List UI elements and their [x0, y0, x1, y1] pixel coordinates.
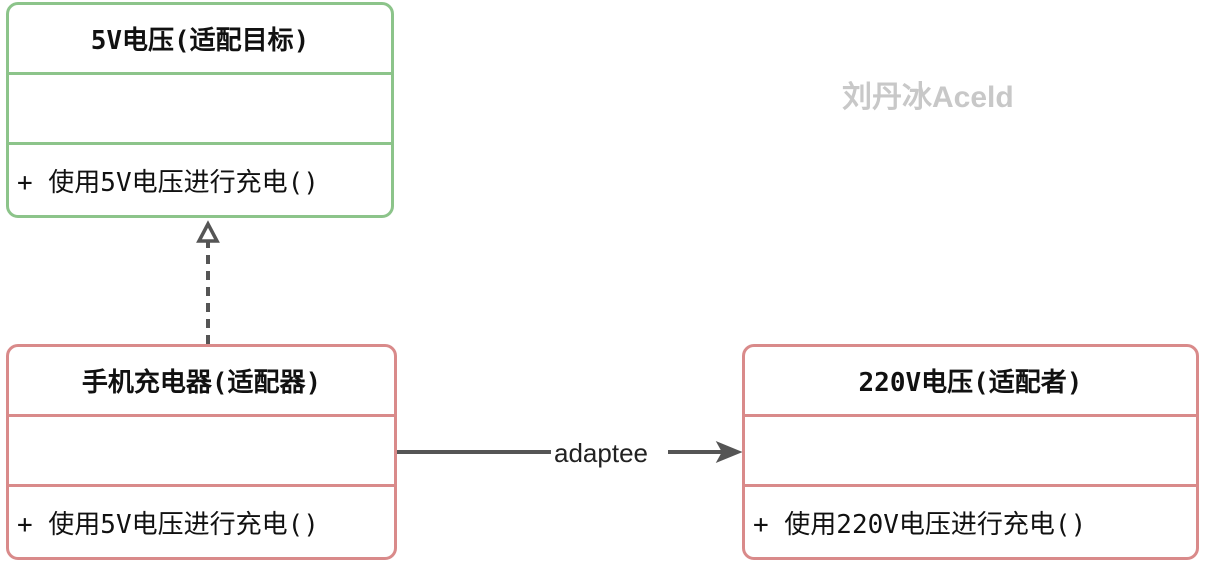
association-label: adaptee: [554, 438, 648, 468]
class-adaptee-name: 220V电压(适配者): [745, 347, 1196, 417]
class-target[interactable]: 5V电压(适配目标) + 使用5V电压进行充电(): [6, 2, 394, 218]
class-target-name: 5V电压(适配目标): [9, 5, 391, 75]
class-adapter-operation: + 使用5V电压进行充电(): [17, 509, 319, 540]
class-adaptee-attributes: [745, 417, 1196, 487]
realization-arrowhead: [196, 220, 220, 243]
class-adapter-attributes: [9, 417, 394, 487]
class-adaptee-operation: + 使用220V电压进行充电(): [753, 509, 1087, 540]
watermark: 刘丹冰Aceld: [842, 81, 1014, 114]
class-target-attributes: [9, 75, 391, 145]
class-adaptee[interactable]: 220V电压(适配者) + 使用220V电压进行充电(): [742, 344, 1199, 560]
class-adapter[interactable]: 手机充电器(适配器) + 使用5V电压进行充电(): [6, 344, 397, 560]
association-arrowhead: [715, 440, 743, 464]
class-adapter-name: 手机充电器(适配器): [9, 347, 394, 417]
class-target-operation: + 使用5V电压进行充电(): [17, 167, 319, 198]
